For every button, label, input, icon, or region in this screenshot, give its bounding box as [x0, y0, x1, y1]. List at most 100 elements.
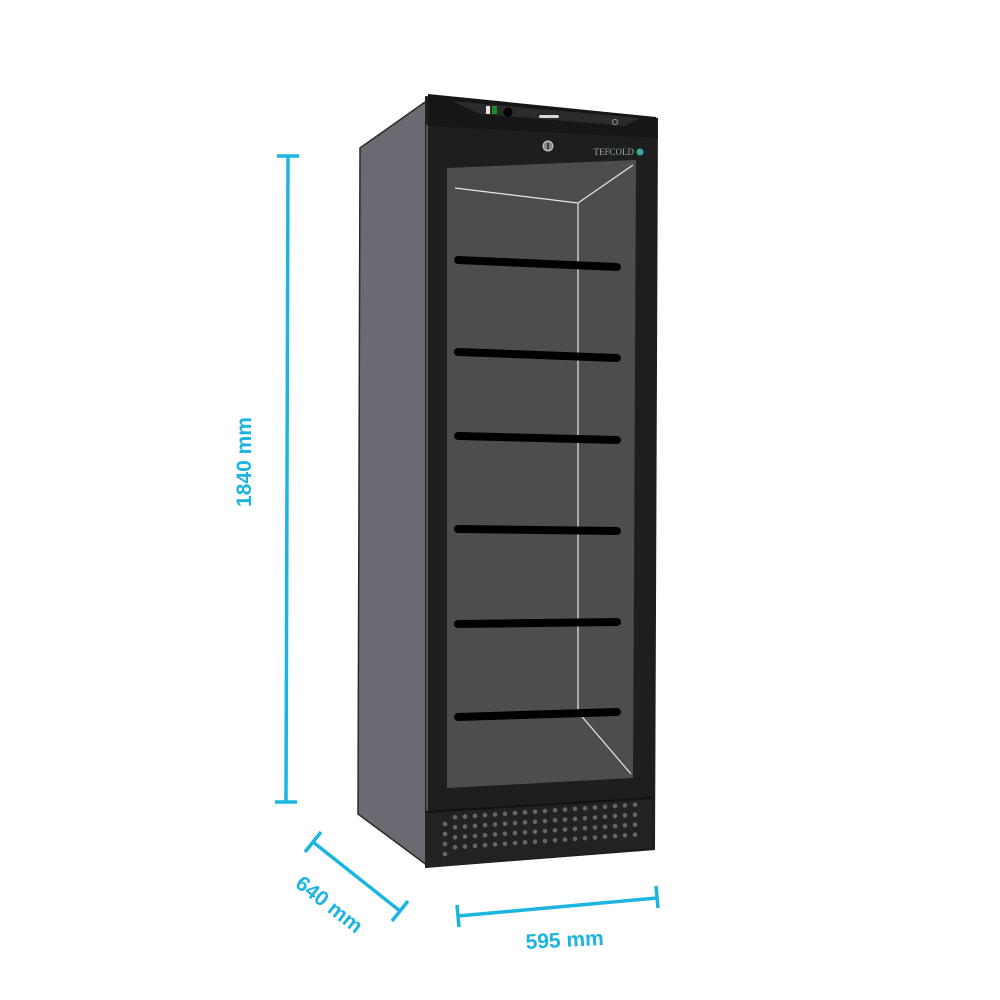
vent-hole	[602, 824, 608, 830]
vent-hole	[622, 833, 628, 838]
vent-hole	[562, 827, 568, 832]
vent-hole	[622, 803, 628, 808]
shelf	[454, 618, 621, 628]
vent-hole	[542, 828, 548, 834]
vent-hole	[452, 825, 458, 830]
vent-hole	[492, 842, 498, 847]
vent-hole	[562, 837, 568, 842]
vent-hole	[622, 823, 628, 828]
vent-hole	[562, 807, 568, 812]
vent-hole	[442, 821, 448, 827]
vent-hole	[542, 808, 548, 814]
vent-hole	[522, 820, 528, 825]
vent-hole	[592, 825, 598, 830]
vent-hole	[482, 832, 488, 838]
vent-hole	[492, 832, 498, 837]
vent-hole	[452, 835, 458, 840]
depth-label: 640 mm	[291, 872, 367, 938]
vent-hole	[492, 822, 498, 827]
fridge-side-panel	[357, 98, 429, 868]
plinth-edge	[424, 797, 653, 813]
vent-hole	[502, 841, 508, 847]
vent-hole	[472, 813, 478, 819]
vent-hole	[552, 828, 558, 833]
vent-hole	[452, 845, 458, 850]
vent-hole	[542, 818, 548, 824]
width-label: 595 mm	[525, 927, 604, 954]
vent-hole	[582, 805, 588, 811]
vent-hole	[482, 842, 488, 848]
vent-hole	[502, 811, 508, 817]
vent-hole	[572, 806, 578, 812]
vent-hole	[462, 814, 468, 819]
vent-hole	[612, 833, 618, 839]
indicator-light-green	[492, 106, 497, 114]
vent-hole	[522, 830, 528, 835]
vent-hole	[572, 836, 578, 842]
vent-hole	[582, 825, 588, 831]
vent-hole	[552, 808, 558, 813]
vent-hole	[472, 843, 478, 849]
vent-hole	[592, 815, 598, 820]
vent-hole	[492, 812, 498, 817]
vent-hole	[532, 809, 538, 814]
vent-hole	[522, 810, 528, 815]
shelf	[454, 348, 621, 362]
vent-hole	[612, 823, 618, 829]
vent-hole	[502, 821, 508, 827]
vent-hole	[482, 812, 488, 818]
vent-hole	[532, 839, 538, 844]
vent-hole	[612, 803, 618, 809]
brand-logo: TEFCOLD	[594, 147, 635, 157]
vent-hole	[442, 831, 448, 837]
control-knob-icon	[503, 107, 513, 117]
vent-hole	[542, 838, 548, 844]
vent-hole	[512, 830, 518, 836]
height-dimension-line	[284, 155, 290, 803]
vent-hole	[552, 838, 558, 843]
vent-hole	[572, 816, 578, 822]
vent-hole	[532, 829, 538, 834]
glass-door	[447, 160, 636, 788]
vent-hole	[462, 824, 468, 829]
vent-hole	[462, 834, 468, 839]
vent-hole	[532, 819, 538, 824]
shelf	[454, 256, 621, 271]
vent-hole	[442, 851, 448, 857]
vent-hole	[572, 826, 578, 832]
width-dimension-line	[457, 896, 658, 918]
vent-hole	[632, 822, 638, 827]
interior-edges	[454, 164, 634, 775]
vent-hole	[582, 815, 588, 821]
vent-hole	[472, 833, 478, 839]
height-label: 1840 mm	[233, 417, 256, 507]
vent-hole	[482, 822, 488, 828]
vent-hole	[552, 818, 558, 823]
vent-hole	[592, 835, 598, 840]
vent-hole	[612, 813, 618, 819]
depth-dimension-line	[311, 840, 402, 913]
vent-hole	[512, 840, 518, 846]
vent-hole	[602, 834, 608, 840]
shelves	[454, 256, 621, 721]
vent-hole	[512, 810, 518, 816]
vent-hole	[622, 813, 628, 818]
vent-hole	[592, 805, 598, 810]
button-icon	[612, 119, 618, 125]
vent-hole	[632, 802, 638, 807]
vent-hole	[522, 840, 528, 845]
vent-hole	[462, 844, 468, 849]
control-panel	[428, 94, 658, 138]
shelf	[454, 432, 621, 444]
vent-hole	[512, 820, 518, 826]
indicator-light-white	[486, 106, 490, 114]
vent-hole	[602, 804, 608, 810]
vent-hole	[632, 832, 638, 837]
vent-hole	[562, 817, 568, 822]
brand-logo-mark	[636, 148, 644, 156]
vent-hole	[442, 841, 448, 847]
dimension-lines	[275, 154, 660, 928]
shelf	[454, 525, 621, 535]
